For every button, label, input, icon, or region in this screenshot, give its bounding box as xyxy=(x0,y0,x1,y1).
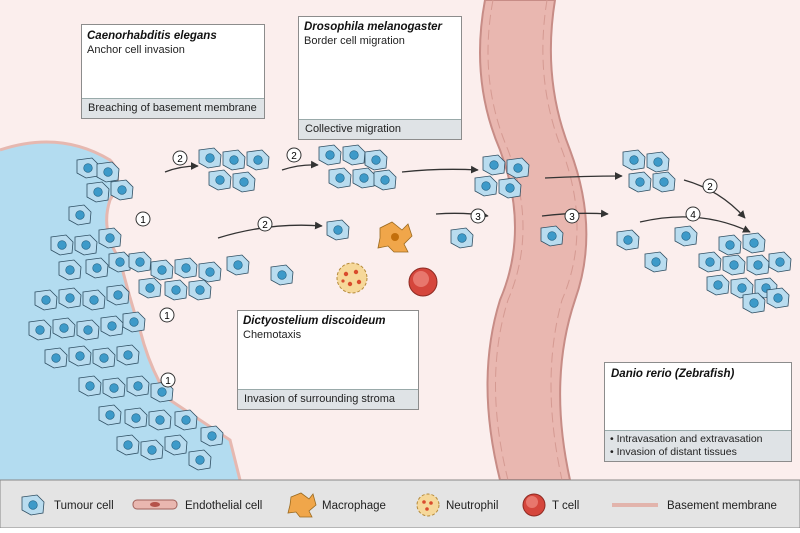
vessel-wall-left xyxy=(487,0,524,481)
legend-neutrophil-icon xyxy=(416,493,440,517)
zebrafish-footer: • Intravasation and extravasation • Inva… xyxy=(605,430,791,461)
zebrafish-panel: Danio rerio (Zebrafish) • Intravasation … xyxy=(604,362,792,462)
legend-t-cell-icon xyxy=(522,493,546,517)
zebrafish-bullet-1: • Intravasation and extravasation xyxy=(610,433,763,445)
zebrafish-bullet-2: • Invasion of distant tissues xyxy=(610,446,737,458)
legend-basement-membrane-label: Basement membrane xyxy=(667,500,777,512)
dictyostelium-title: Dictyostelium discoideum xyxy=(243,315,386,327)
step-marker: 1 xyxy=(135,211,151,227)
legend-t-cell-label: T cell xyxy=(552,500,580,512)
step-marker: 3 xyxy=(564,208,580,224)
dictyostelium-footer: Invasion of surrounding stroma xyxy=(238,389,418,409)
t-cell-highlight xyxy=(413,271,429,287)
svg-text:2: 2 xyxy=(291,151,297,162)
step-markers: 2 2 2 2 1 1 1 3 3 4 xyxy=(135,147,718,388)
svg-text:1: 1 xyxy=(140,215,146,226)
step-marker: 4 xyxy=(685,206,701,222)
svg-text:1: 1 xyxy=(165,376,171,387)
drosophila-footer: Collective migration xyxy=(299,119,461,139)
legend-endothelial-cell-icon xyxy=(132,499,178,510)
svg-text:4: 4 xyxy=(690,210,696,221)
legend-macrophage-label: Macrophage xyxy=(322,500,386,512)
svg-text:3: 3 xyxy=(569,212,575,223)
neutrophil-granules xyxy=(341,269,362,287)
celegans-subtitle: Anchor cell invasion xyxy=(87,44,185,56)
step-marker: 2 xyxy=(257,216,273,232)
neutrophil xyxy=(336,262,368,294)
celegans-title: Caenorhabditis elegans xyxy=(87,30,217,42)
celegans-footer: Breaching of basement membrane xyxy=(82,98,264,118)
step-marker: 1 xyxy=(159,307,175,323)
legend-neutrophil-label: Neutrophil xyxy=(446,500,499,512)
svg-text:2: 2 xyxy=(707,182,713,193)
svg-text:2: 2 xyxy=(177,154,183,165)
celegans-panel: Caenorhabditis elegans Anchor cell invas… xyxy=(81,24,265,119)
step-marker: 1 xyxy=(160,372,176,388)
step-marker: 2 xyxy=(172,150,188,166)
svg-text:3: 3 xyxy=(475,212,481,223)
drosophila-title: Drosophila melanogaster xyxy=(304,21,443,33)
dictyostelium-panel: Dictyostelium discoideum Chemotaxis Inva… xyxy=(237,310,419,410)
svg-text:2: 2 xyxy=(262,220,268,231)
dictyostelium-subtitle: Chemotaxis xyxy=(243,329,302,341)
vessel-wall-right xyxy=(542,0,578,481)
step-marker: 2 xyxy=(702,178,718,194)
step-marker: 2 xyxy=(286,147,302,163)
primary-tumour-tissue xyxy=(0,142,240,480)
step-marker: 3 xyxy=(470,208,486,224)
zebrafish-title: Danio rerio (Zebrafish) xyxy=(611,368,735,380)
legend-macrophage-icon xyxy=(287,492,317,518)
macrophage-nucleus xyxy=(391,233,399,241)
drosophila-panel: Drosophila melanogaster Border cell migr… xyxy=(298,16,462,140)
drosophila-subtitle: Border cell migration xyxy=(304,35,405,47)
legend-endothelial-cell-label: Endothelial cell xyxy=(185,500,263,512)
svg-text:1: 1 xyxy=(164,311,170,322)
legend-tumour-cell-label: Tumour cell xyxy=(54,500,114,512)
